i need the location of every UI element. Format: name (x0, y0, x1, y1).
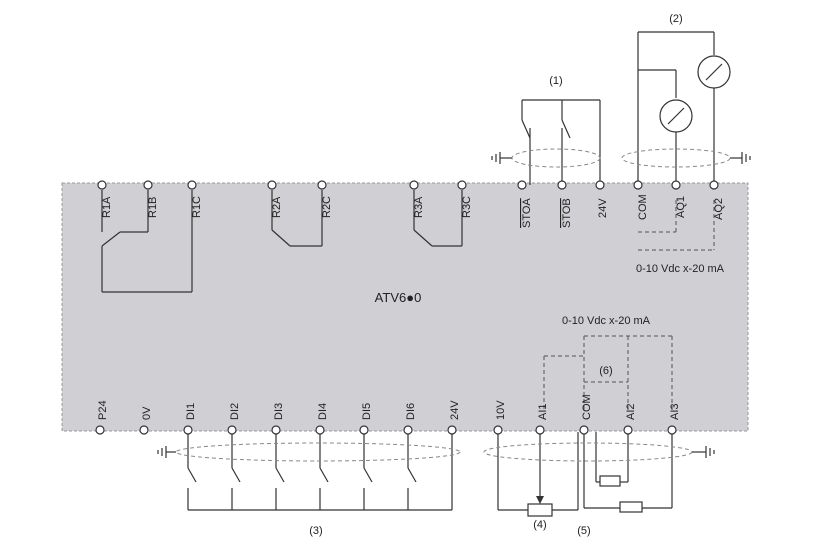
callout-5: (5) (577, 525, 590, 537)
terminal-di6 (403, 425, 413, 435)
terminal-r2c (317, 180, 327, 190)
label-stob: STOB (561, 198, 573, 228)
callout-4: (4) (533, 519, 546, 531)
terminal-di1 (183, 425, 193, 435)
terminal-stob (557, 180, 567, 190)
label-com-bottom: COM (581, 394, 593, 420)
label-0v: 0V (141, 406, 153, 420)
label-stoa: STOA (521, 198, 533, 228)
label-ai2: AI2 (625, 403, 637, 420)
terminal-24v-top (595, 180, 605, 190)
callout-1: (1) (549, 75, 562, 87)
label-24v-bottom: 24V (449, 400, 461, 420)
label-24v-top: 24V (597, 198, 609, 218)
callout-2: (2) (669, 13, 682, 25)
terminal-di2 (227, 425, 237, 435)
terminal-p24 (95, 425, 105, 435)
label-p24: P24 (97, 400, 109, 420)
analog-output-meters: (2) (621, 13, 751, 185)
terminal-com-top (633, 180, 643, 190)
terminal-ai1 (535, 425, 545, 435)
label-r1b: R1B (147, 197, 159, 218)
label-r3c: R3C (461, 196, 473, 218)
analog-output-range: 0-10 Vdc x-20 mA (636, 263, 725, 275)
terminal-r2a (267, 180, 277, 190)
potentiometer-icon (527, 503, 553, 517)
label-r2c: R2C (321, 196, 333, 218)
terminal-r1a (97, 180, 107, 190)
terminal-ai3 (667, 425, 677, 435)
terminal-stoa (517, 180, 527, 190)
analog-input-range: 0-10 Vdc x-20 mA (562, 315, 651, 327)
label-r3a: R3A (413, 196, 425, 218)
drive-model: ATV6●0 (375, 290, 422, 305)
terminal-di5 (359, 425, 369, 435)
terminal-r1b (143, 180, 153, 190)
label-ai1: AI1 (537, 403, 549, 420)
label-aq1: AQ1 (675, 196, 687, 218)
label-10v: 10V (495, 400, 507, 420)
terminal-ai2 (623, 425, 633, 435)
label-di1: DI1 (185, 403, 197, 420)
terminal-aq2 (709, 180, 719, 190)
drive-panel (61, 182, 749, 432)
relay-wiring (101, 190, 463, 293)
label-r2a: R2A (271, 196, 283, 218)
label-di3: DI3 (273, 403, 285, 420)
label-r1c: R1C (191, 196, 203, 218)
terminal-di3 (271, 425, 281, 435)
callout-3: (3) (309, 525, 322, 537)
sto-switch-group: (1) (491, 75, 601, 185)
label-di6: DI6 (405, 403, 417, 420)
analog-input-wiring: (4) (5) (483, 432, 715, 537)
label-com-top: COM (637, 194, 649, 220)
label-di2: DI2 (229, 403, 241, 420)
label-di5: DI5 (361, 403, 373, 420)
label-r1a: R1A (101, 196, 113, 218)
bottom-terminal-strip: P24 0V DI1 DI2 DI3 DI4 DI5 DI6 24V 10V A… (95, 394, 681, 435)
label-ai3: AI3 (669, 403, 681, 420)
callout-6: (6) (599, 365, 612, 377)
terminal-10v (493, 425, 503, 435)
terminal-0v (139, 425, 149, 435)
terminal-r3a (409, 180, 419, 190)
label-di4: DI4 (317, 403, 329, 420)
label-aq2: AQ2 (713, 198, 725, 220)
terminal-aq1 (671, 180, 681, 190)
digital-input-wiring: (3) (157, 432, 461, 537)
terminal-com-bottom (579, 425, 589, 435)
terminal-24v-bottom (447, 425, 457, 435)
terminal-di4 (315, 425, 325, 435)
terminal-r3c (457, 180, 467, 190)
analog-input-dashes (543, 335, 673, 412)
analog-output-dashes (638, 200, 715, 251)
terminal-r1c (187, 180, 197, 190)
top-terminal-strip: R1A R1B R1C R2A R2C R3A R3C STOA STOB 24… (97, 180, 725, 228)
